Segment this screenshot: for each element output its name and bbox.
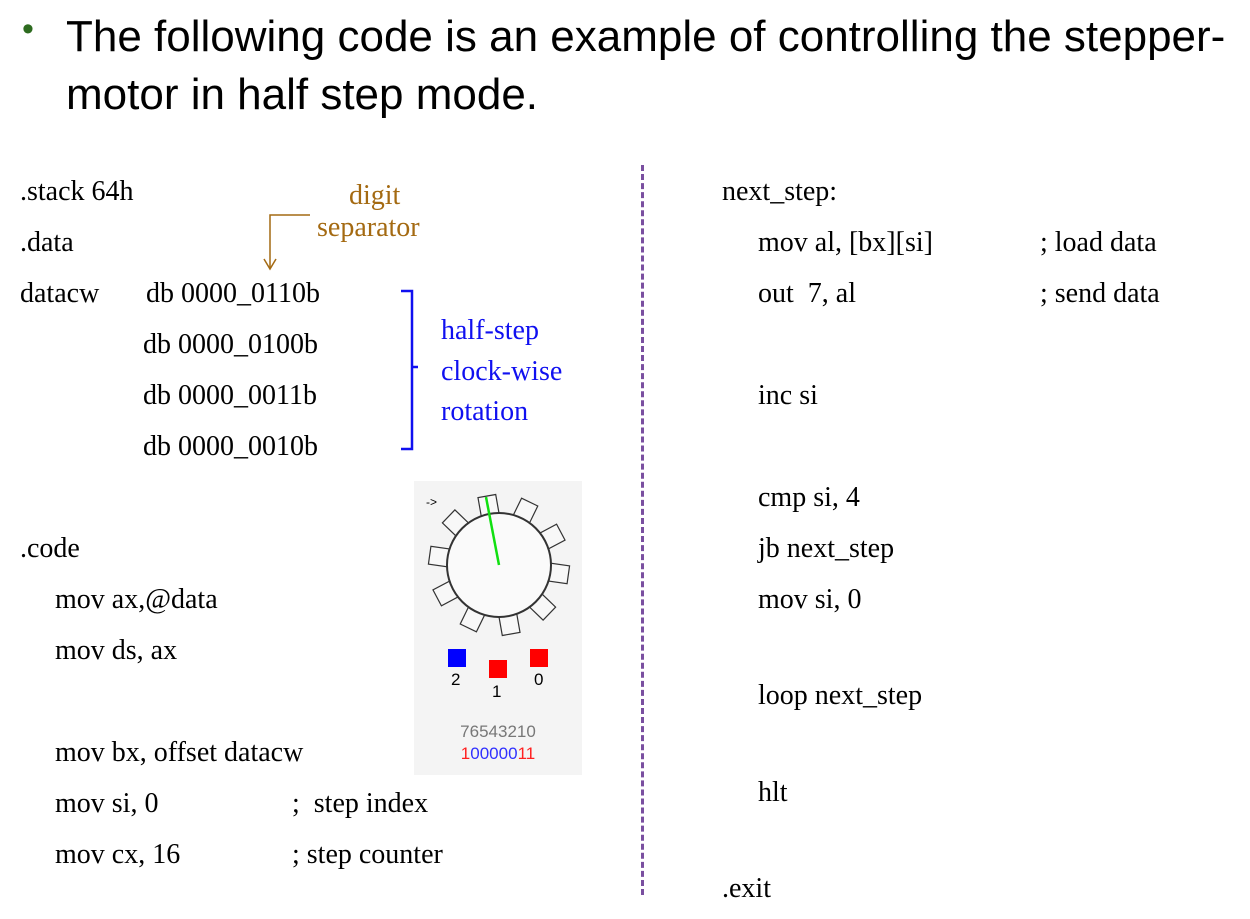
code-line: jb next_step: [758, 533, 895, 564]
code-line: mov cx, 16: [55, 839, 181, 870]
bit-value: 0: [498, 744, 509, 763]
code-line: mov bx, offset datacw: [55, 737, 304, 768]
annotation-rotation: rotation: [441, 396, 529, 427]
slide-title: The following code is an example of cont…: [66, 12, 1226, 119]
code-line: .stack 64h: [20, 176, 134, 207]
code-line: inc si: [758, 380, 818, 411]
code-line: datacw: [20, 278, 100, 309]
bit-value: 0: [479, 744, 490, 763]
annotation-half-step: half-step: [441, 315, 539, 346]
led-2: [448, 649, 466, 667]
code-line: .exit: [722, 873, 771, 904]
bit-value: 0: [470, 744, 480, 763]
column-divider: [641, 165, 644, 895]
stepper-motor-icon: [427, 493, 571, 637]
code-line: db 0000_0110b: [146, 278, 320, 309]
code-line: out 7, al: [758, 278, 856, 309]
code-line: hlt: [758, 777, 788, 808]
bit-value: 1: [517, 744, 526, 763]
bit-value: 1: [525, 744, 536, 763]
separator-arrow-icon: [263, 214, 310, 271]
code-line: db 0000_0010b: [143, 431, 318, 462]
brace-icon: [401, 289, 418, 451]
bit-positions: 76543210: [460, 722, 536, 741]
bit-value: 0: [489, 744, 499, 763]
annotation-digit: digit: [349, 180, 401, 211]
code-line: db 0000_0100b: [143, 329, 318, 360]
bit-values: 10000011: [414, 744, 582, 764]
bullet: •: [22, 10, 34, 48]
code-line: db 0000_0011b: [143, 380, 317, 411]
bit-value: 1: [460, 744, 471, 763]
code-line: mov si, 0: [55, 788, 159, 819]
direction-arrow: ->: [426, 495, 438, 509]
code-line: .data: [20, 227, 74, 258]
code-comment: ; step index: [292, 788, 429, 819]
code-comment: ; step counter: [292, 839, 443, 870]
rotor-needle: [484, 496, 501, 566]
code-comment: ; send data: [1040, 278, 1160, 309]
led-label: 0: [534, 670, 544, 689]
code-line: cmp si, 4: [758, 482, 860, 513]
code-line: .code: [20, 533, 80, 564]
led-0: [530, 649, 548, 667]
led-label: 1: [492, 682, 502, 701]
code-line: mov al, [bx][si]: [758, 227, 933, 258]
code-label: next_step:: [722, 176, 838, 207]
code-line: mov ds, ax: [55, 635, 178, 666]
code-line: mov ax,@data: [55, 584, 218, 615]
stepper-motor-widget: -> 2 1 0 76543210 10000011: [414, 481, 582, 775]
annotation-clock-wise: clock-wise: [441, 356, 563, 387]
code-line: loop next_step: [758, 680, 923, 711]
code-comment: ; load data: [1040, 227, 1157, 258]
annotation-separator: separator: [317, 212, 420, 243]
led-1: [489, 660, 507, 678]
code-line: mov si, 0: [758, 584, 862, 615]
led-label: 2: [451, 670, 461, 689]
bit-value: 0: [508, 744, 518, 763]
